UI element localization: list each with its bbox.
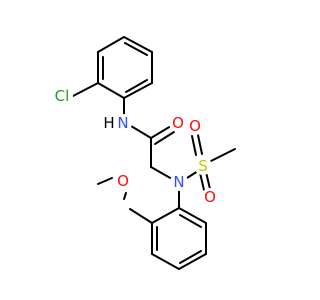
chemical-structure-diagram: Cl N H O N S O O O — [51, 36, 236, 270]
bond — [178, 207, 207, 224]
sulfur-atom-label: S — [198, 157, 208, 175]
bond — [129, 208, 153, 224]
carbonyl-oxygen-label: O — [172, 114, 184, 132]
bond — [186, 170, 199, 179]
sulfur-background — [194, 157, 212, 175]
bond — [199, 172, 205, 191]
bond — [125, 79, 148, 93]
bond — [123, 82, 153, 99]
bond — [97, 82, 125, 99]
bond — [179, 250, 202, 264]
chlorine-atom-label: Cl — [55, 87, 70, 105]
methoxy-oxygen-label: O — [117, 172, 129, 190]
sulfonamide-nitrogen-background — [170, 173, 188, 191]
amide-nitrogen-background — [114, 114, 132, 132]
bond — [150, 166, 173, 180]
bond — [97, 177, 113, 185]
sulfonyl-oxygen-top-label: O — [189, 117, 201, 135]
bond — [210, 148, 236, 162]
carbonyl-oxygen-background — [169, 114, 187, 132]
bond — [179, 214, 202, 228]
bond — [154, 131, 175, 145]
bond-layer — [72, 36, 236, 270]
bond — [205, 171, 211, 190]
amide-nitrogen-label: N — [117, 114, 128, 132]
bond — [97, 36, 125, 53]
sulfonyl-oxygen-bottom-label: O — [204, 188, 216, 206]
bond — [151, 207, 180, 224]
bond — [123, 36, 153, 53]
sulfonyl-oxygen-bottom-background — [201, 188, 219, 206]
sulfonamide-nitrogen-label: N — [173, 173, 184, 191]
sulfonyl-oxygen-top-background — [186, 117, 204, 135]
bond — [197, 134, 203, 155]
methoxy-oxygen-background — [114, 172, 132, 190]
bond — [130, 125, 152, 139]
bond — [150, 125, 172, 139]
amide-hydrogen-background — [101, 115, 117, 131]
bond — [124, 42, 148, 56]
amide-hydrogen-label: H — [103, 114, 114, 132]
bond — [72, 82, 99, 97]
bond — [151, 253, 180, 270]
bond — [178, 253, 207, 270]
chlorine-background — [51, 85, 73, 107]
atom-label-layer: Cl N H O N S O O O — [51, 85, 219, 206]
bond — [123, 192, 127, 200]
bond — [191, 135, 197, 156]
